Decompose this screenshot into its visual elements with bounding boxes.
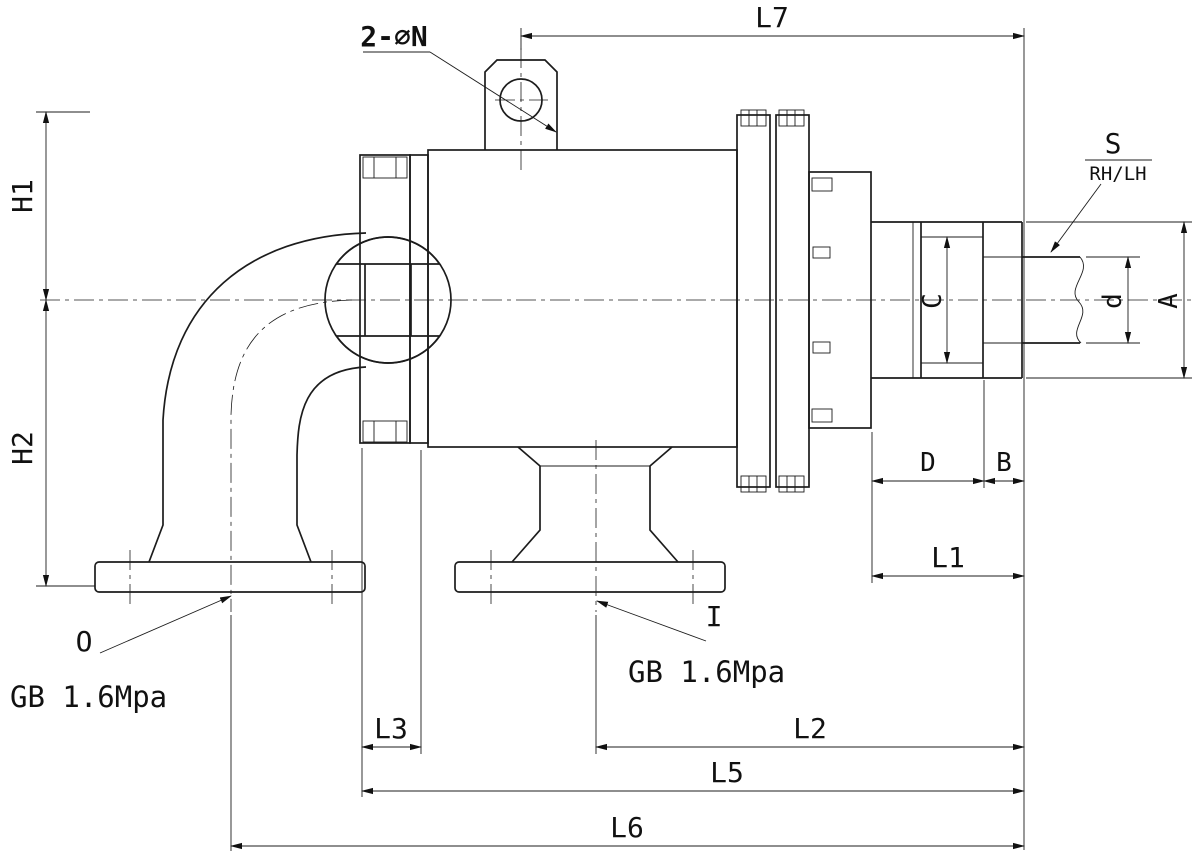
- labels: L7 H1 H2 C d A D B L1 L3 L2 L5 L6 2-∅N S…: [6, 1, 1184, 844]
- port-bottom-label: I: [706, 600, 723, 633]
- leader-thread: [1050, 183, 1102, 253]
- note-thread-direction: RH/LH: [1089, 163, 1146, 185]
- dim-label-L5: L5: [710, 756, 744, 789]
- dim-label-H1: H1: [6, 179, 39, 213]
- dim-label-C: C: [918, 293, 948, 309]
- gasket-section: [409, 154, 429, 444]
- dim-label-A: A: [1154, 293, 1184, 309]
- port-left-label: O: [76, 625, 93, 658]
- dim-label-D: D: [920, 448, 936, 478]
- elbow-pipe: [94, 232, 367, 593]
- note-thread: S: [1105, 127, 1122, 160]
- extension-lines: [36, 28, 1192, 851]
- ball-joint: [324, 236, 452, 364]
- left-port-flange: [94, 561, 366, 593]
- right-flange-stack: [736, 109, 810, 493]
- dim-label-L2: L2: [793, 712, 827, 745]
- dim-label-B: B: [996, 448, 1012, 478]
- shaft: [1022, 256, 1084, 344]
- dim-label-L1: L1: [931, 541, 965, 574]
- main-body: [427, 59, 738, 448]
- top-lug: [484, 59, 558, 150]
- dim-label-d: d: [1098, 293, 1128, 309]
- dim-label-H2: H2: [6, 431, 39, 465]
- lug-hole: [499, 78, 543, 122]
- bottom-port-flange: [454, 561, 726, 593]
- leader-lines: [99, 51, 1152, 654]
- shaft-break-line: [1074, 256, 1084, 344]
- port-bottom-spec: GB 1.6Mpa: [628, 655, 785, 689]
- leader-port-left: [99, 595, 232, 654]
- port-left-spec: GB 1.6Mpa: [10, 680, 167, 714]
- dimension-lines: [42, 32, 1188, 850]
- leader-port-bottom: [596, 600, 707, 642]
- dim-label-L3: L3: [374, 712, 408, 745]
- left-flange-assembly: [359, 154, 429, 444]
- note-bolt-holes: 2-∅N: [360, 20, 427, 53]
- bottom-port-pipe: [454, 446, 726, 593]
- bearing-housing: [808, 171, 1023, 429]
- dim-label-L6: L6: [610, 811, 644, 844]
- dim-label-L7: L7: [755, 1, 789, 34]
- leader-bolt-holes: [429, 51, 557, 133]
